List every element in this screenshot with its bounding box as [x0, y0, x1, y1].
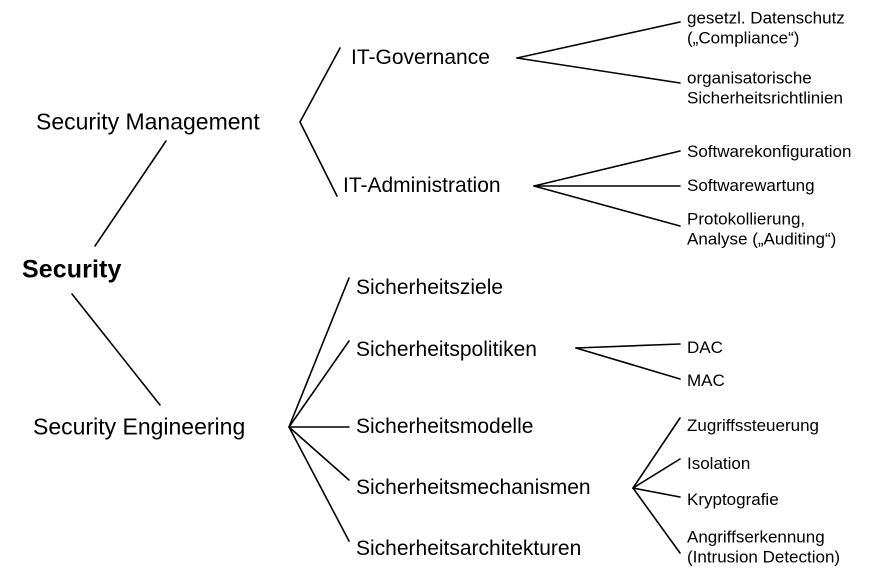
politiken-fan-dac: [575, 343, 681, 349]
engineering-fan-ziele: [288, 277, 350, 428]
administration-fan-upper: [533, 150, 681, 187]
leaf-text-line-1: Angriffserkennung: [687, 527, 825, 547]
engineering-fan-mechanismen: [288, 426, 350, 481]
engineering-fan-politiken: [288, 340, 350, 428]
leaf-text-line-1: Softwarekonfiguration: [687, 142, 852, 162]
node-sicherheitsarchitekturen: Sicherheitsarchitekturen: [356, 536, 582, 560]
administration-fan-lower: [533, 185, 681, 227]
mechanismen-fan-krypto: [632, 487, 681, 498]
leaf-text-line-1: Kryptografie: [687, 490, 779, 510]
leaf-text-line-1: DAC: [687, 338, 723, 358]
leaf-softwarekonfiguration: Softwarekonfiguration: [687, 142, 851, 162]
leaf-text-line-2: Sicherheitsrichtlinien: [687, 88, 843, 107]
leaf-text-line-1: Isolation: [687, 454, 751, 474]
node-security-root: Security: [22, 255, 122, 284]
node-sicherheitsmodelle: Sicherheitsmodelle: [356, 414, 534, 438]
leaf-protokollierung-analyse: Protokollierung,Analyse („Auditing“): [687, 209, 836, 248]
node-security-management: Security Management: [36, 108, 260, 135]
leaf-mac: MAC: [687, 371, 725, 391]
leaf-text-line-1: Softwarewartung: [687, 176, 815, 196]
leaf-text-line-1: organisatorische: [687, 68, 812, 88]
node-sicherheitspolitiken: Sicherheitspolitiken: [356, 337, 537, 361]
root-to-security-management: [94, 140, 167, 247]
leaf-isolation: Isolation: [687, 454, 750, 474]
leaf-softwarewartung: Softwarewartung: [687, 176, 815, 196]
politiken-fan-mac: [575, 347, 681, 380]
node-sicherheitsmechanismen: Sicherheitsmechanismen: [356, 475, 591, 499]
mechanismen-fan-zugriff: [632, 417, 681, 489]
root-to-security-engineering: [71, 293, 161, 406]
mechanismen-fan-angriff: [632, 487, 681, 554]
leaf-text-line-2: (Intrusion Detection): [687, 547, 841, 566]
leaf-kryptografie: Kryptografie: [687, 490, 779, 510]
leaf-text-line-1: Zugriffssteuerung: [687, 416, 819, 436]
governance-fan-upper: [516, 21, 681, 59]
leaf-text-line-1: gesetzl. Datenschutz: [687, 8, 845, 28]
leaf-gesetzl-datenschutz: gesetzl. Datenschutz(„Compliance“): [687, 8, 845, 47]
governance-fan-lower: [516, 57, 681, 84]
management-fan-upper: [299, 47, 341, 123]
node-it-governance: IT-Governance: [351, 45, 490, 69]
node-security-engineering: Security Engineering: [33, 413, 246, 440]
leaf-angriffserkennung-intrusion-detection: Angriffserkennung(Intrusion Detection): [687, 527, 840, 566]
leaf-text-line-2: Analyse („Auditing“): [687, 229, 837, 248]
leaf-text-line-1: Protokollierung,: [687, 209, 806, 229]
leaf-text-line-2: („Compliance“): [687, 28, 800, 47]
leaf-zugriffssteuerung: Zugriffssteuerung: [687, 416, 819, 436]
mechanismen-fan-isolation: [632, 458, 681, 489]
node-it-administration: IT-Administration: [343, 173, 501, 197]
leaf-dac: DAC: [687, 338, 723, 358]
engineering-fan-architekturen: [288, 426, 350, 542]
management-fan-lower: [299, 121, 338, 197]
leaf-text-line-1: MAC: [687, 371, 725, 391]
node-sicherheitsziele: Sicherheitsziele: [356, 275, 504, 299]
